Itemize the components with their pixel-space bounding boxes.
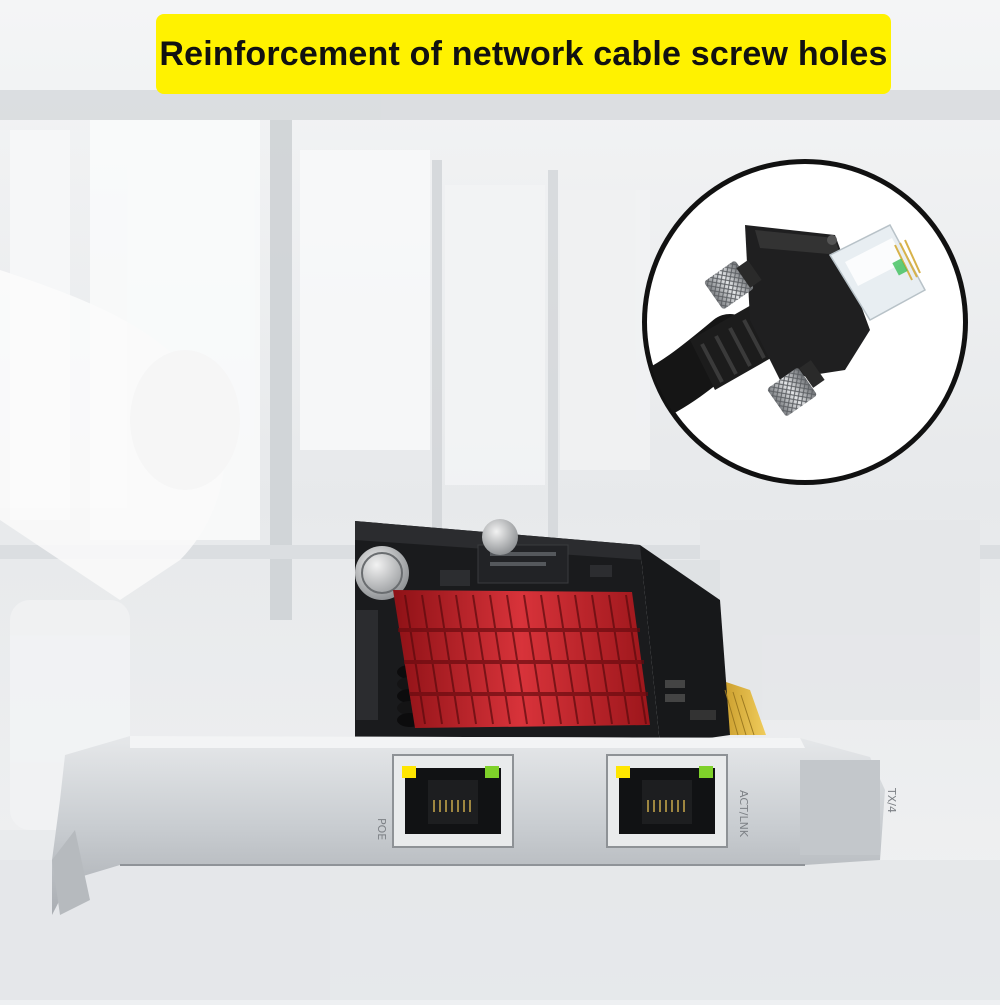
led-green bbox=[699, 766, 713, 778]
heatsink-fin bbox=[625, 594, 647, 725]
background-floor bbox=[0, 860, 1000, 1000]
port-label-poe: POE bbox=[375, 818, 388, 840]
inset-cable-closeup bbox=[642, 159, 968, 485]
thumb-screw-top bbox=[704, 260, 762, 309]
background-windows bbox=[0, 90, 1000, 720]
heatsink-fin bbox=[591, 594, 613, 725]
ethernet-port-left bbox=[392, 754, 514, 848]
headline-banner: Reinforcement of network cable screw hol… bbox=[156, 14, 891, 94]
heatsink-fin bbox=[404, 594, 426, 725]
heatsink-fin bbox=[489, 594, 511, 725]
heatsink-fins bbox=[398, 594, 648, 725]
port-label-act-lnk: ACT/LNK bbox=[737, 790, 750, 838]
heatsink-fin bbox=[608, 594, 630, 725]
heatsink-fin bbox=[574, 594, 596, 725]
heatsink-fin bbox=[557, 594, 579, 725]
headline-text: Reinforcement of network cable screw hol… bbox=[159, 34, 888, 73]
heatsink-fin bbox=[506, 594, 528, 725]
heatsink-fin bbox=[472, 594, 494, 725]
led-yellow bbox=[616, 766, 630, 778]
ethernet-port-right bbox=[606, 754, 728, 848]
rj45-plug bbox=[828, 224, 927, 321]
thumb-screw-bottom bbox=[767, 360, 825, 416]
heatsink-fin bbox=[438, 594, 460, 725]
heatsink-fin bbox=[421, 594, 443, 725]
network-card bbox=[355, 519, 766, 745]
heatsink-fin bbox=[540, 594, 562, 725]
heatsink-fin bbox=[523, 594, 545, 725]
port-label-tx: TX/4 bbox=[885, 787, 898, 813]
led-green bbox=[485, 766, 499, 778]
pcie-gold-fingers bbox=[720, 680, 766, 735]
led-yellow bbox=[402, 766, 416, 778]
heatsink-fin bbox=[455, 594, 477, 725]
capacitor bbox=[482, 519, 518, 555]
